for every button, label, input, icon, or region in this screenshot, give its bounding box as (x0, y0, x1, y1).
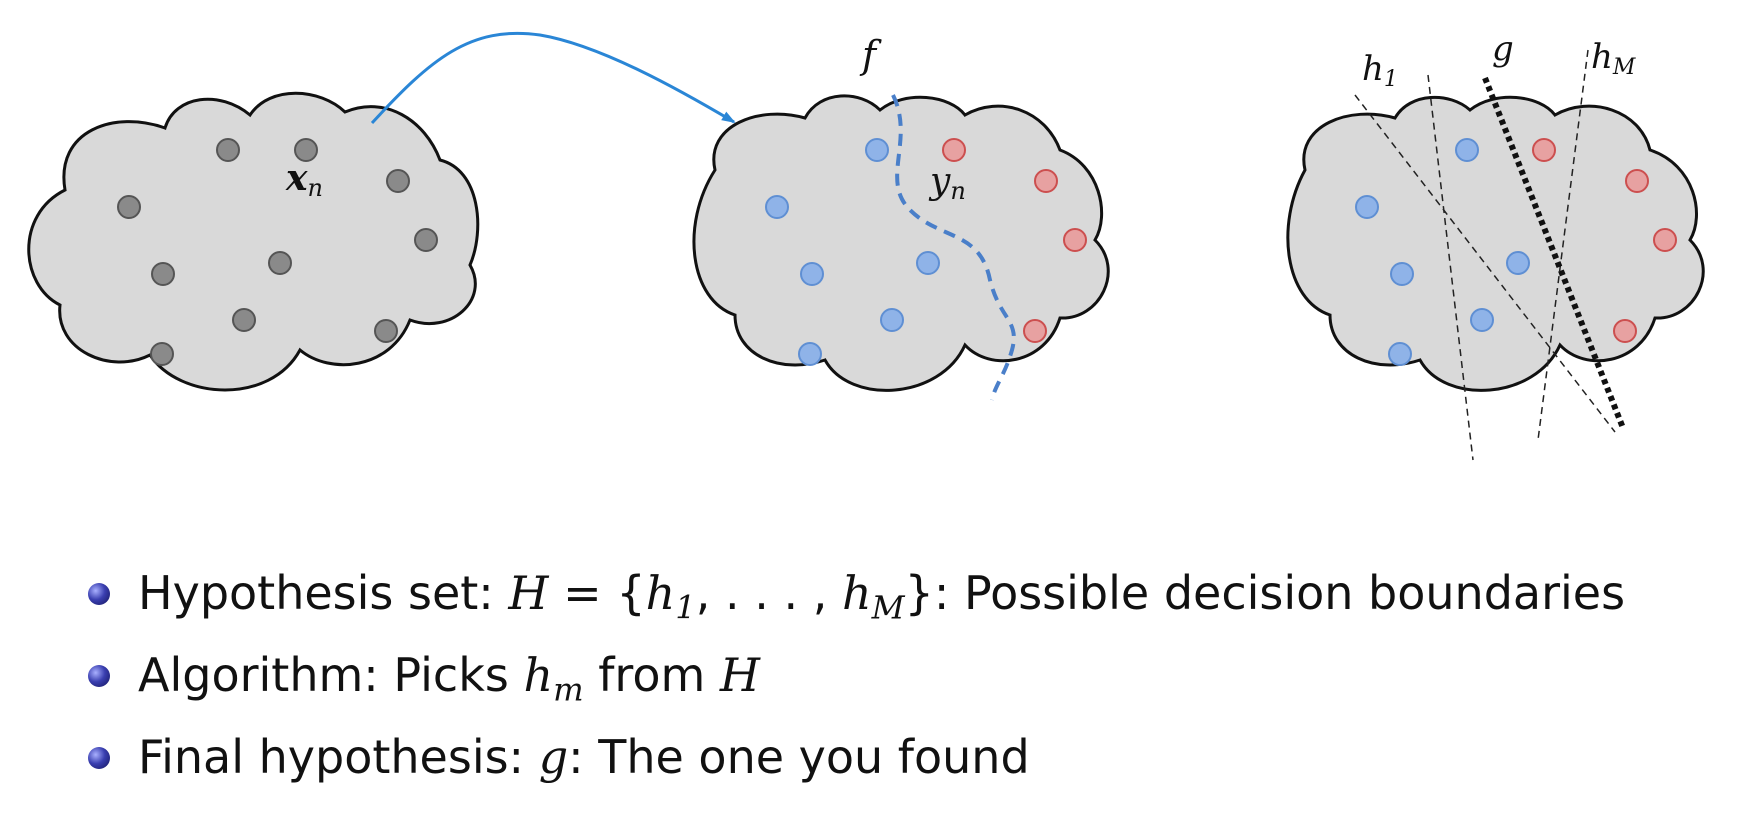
bullet-final-hypothesis: Final hypothesis: g: The one you found (82, 724, 1625, 806)
positive-point (800, 262, 824, 286)
hypothesis-line-h1 (1354, 94, 1616, 433)
mapping-arrow (370, 31, 736, 125)
data-point (151, 262, 175, 286)
data-point (374, 319, 398, 343)
hypothesis-cloud: h1 g hM (1286, 29, 1705, 461)
data-point (294, 138, 318, 162)
cloud-shape (27, 91, 480, 392)
negative-point (1613, 319, 1637, 343)
positive-point (865, 138, 889, 162)
bullet-icon (88, 747, 110, 769)
yn-label: yn (928, 161, 966, 205)
bullet-hypothesis-set: Hypothesis set: H = {h1, . . . , hM}: Po… (82, 560, 1625, 642)
positive-point (1506, 251, 1530, 275)
cloud-shape (1286, 95, 1705, 392)
bullet-icon (88, 665, 110, 687)
hypothesis-line-middle (1427, 74, 1474, 461)
negative-point (1625, 169, 1649, 193)
negative-point (1653, 228, 1677, 252)
bullet-icon (88, 583, 110, 605)
target-function-cloud: f yn (692, 33, 1110, 401)
data-point (150, 342, 174, 366)
f-label: f (859, 33, 882, 77)
negative-point (1023, 319, 1047, 343)
g-label: g (1492, 29, 1514, 69)
negative-point (1532, 138, 1556, 162)
negative-point (1034, 169, 1058, 193)
bullet-algorithm: Algorithm: Picks hm from H (82, 642, 1625, 724)
data-point (268, 251, 292, 275)
negative-point (942, 138, 966, 162)
bullet-list: Hypothesis set: H = {h1, . . . , hM}: Po… (82, 560, 1625, 806)
h1-label: h1 (1362, 49, 1398, 92)
positive-point (1390, 262, 1414, 286)
data-point (216, 138, 240, 162)
input-space-cloud: xn (27, 91, 480, 392)
hypothesis-set-symbol: H (719, 648, 761, 702)
positive-point (798, 342, 822, 366)
hypothesis-set-symbol: H (508, 566, 549, 620)
data-point (414, 228, 438, 252)
target-boundary-f (891, 94, 1016, 401)
positive-point (765, 195, 789, 219)
hM-label: hM (1591, 37, 1636, 80)
positive-point (1355, 195, 1379, 219)
negative-point (1063, 228, 1087, 252)
data-point (117, 195, 141, 219)
positive-point (1455, 138, 1479, 162)
data-point (232, 308, 256, 332)
xn-label: xn (285, 157, 323, 202)
positive-point (1388, 342, 1412, 366)
positive-point (880, 308, 904, 332)
data-point (386, 169, 410, 193)
positive-point (1470, 308, 1494, 332)
positive-point (916, 251, 940, 275)
hypothesis-line-hM (1537, 49, 1589, 441)
